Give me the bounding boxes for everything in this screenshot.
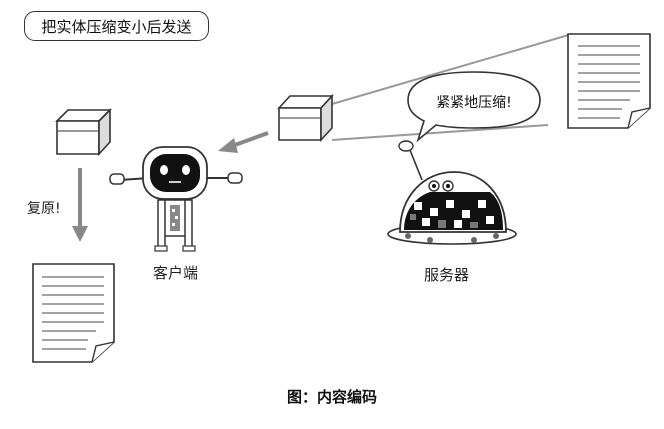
client-label: 客户端: [153, 264, 199, 282]
restore-label: 复原!: [27, 201, 61, 217]
compressed-box-client-icon: [55, 108, 112, 157]
server-robot-icon: [387, 140, 517, 245]
figure-caption: 图：内容编码: [286, 388, 377, 406]
restore-arrow-icon: [72, 168, 88, 242]
client-document-icon: [32, 263, 115, 363]
speech-text: 紧紧地压缩!: [436, 95, 512, 111]
speech-bubble-icon: [407, 71, 541, 143]
client-robot-icon: [109, 146, 243, 252]
compressed-box-server-icon: [277, 93, 334, 143]
transfer-arrow-icon: [218, 131, 269, 153]
compression-lines: [331, 33, 573, 141]
diagram-title: 把实体压缩变小后发送: [24, 11, 209, 41]
server-document-icon: [567, 33, 651, 129]
server-label: 服务器: [424, 266, 470, 284]
